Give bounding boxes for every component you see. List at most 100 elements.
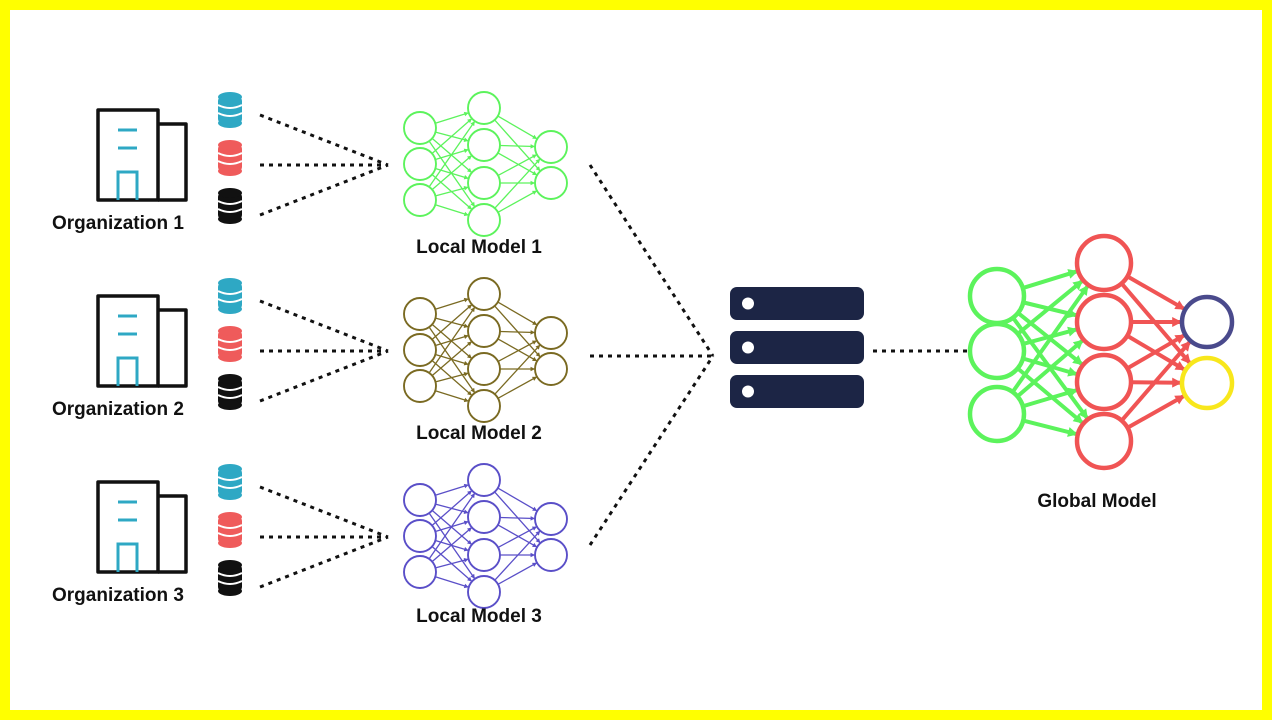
global-model-network bbox=[967, 233, 1235, 471]
arrow-head bbox=[463, 297, 469, 303]
database-ring bbox=[217, 208, 243, 213]
network-edge bbox=[497, 154, 538, 176]
database-top bbox=[218, 560, 242, 570]
network-edge bbox=[499, 330, 536, 334]
network-edge bbox=[431, 340, 473, 377]
arrow-head bbox=[1072, 355, 1083, 366]
arrow-head bbox=[530, 366, 535, 372]
arrow-head bbox=[535, 530, 541, 536]
arrow-head bbox=[470, 201, 475, 207]
network-edge bbox=[1016, 278, 1085, 336]
network-node bbox=[403, 111, 437, 145]
network-node bbox=[467, 538, 501, 572]
network-edge bbox=[497, 190, 538, 213]
network-node bbox=[534, 130, 568, 164]
local-model-2-label: Local Model 2 bbox=[416, 423, 542, 444]
arrow-head bbox=[532, 320, 538, 325]
arrow-head bbox=[467, 167, 472, 173]
database-black-icon bbox=[217, 188, 243, 224]
network-edge bbox=[497, 340, 538, 362]
database-body bbox=[218, 193, 242, 219]
network-node bbox=[534, 502, 568, 536]
network-edge bbox=[1126, 393, 1187, 430]
database-ring bbox=[217, 532, 243, 537]
output-node bbox=[1179, 355, 1235, 411]
arrow-head bbox=[532, 506, 538, 511]
network-edge bbox=[435, 112, 469, 124]
dotted-line bbox=[259, 113, 389, 167]
network-edge bbox=[497, 526, 538, 548]
network-node bbox=[403, 519, 437, 553]
local-model-3-network bbox=[403, 463, 568, 609]
database-body bbox=[218, 565, 242, 591]
network-edge bbox=[435, 204, 469, 216]
arrow-head bbox=[532, 134, 538, 139]
database-top bbox=[218, 278, 242, 288]
arrow-head bbox=[1067, 326, 1078, 337]
database-bottom bbox=[218, 214, 242, 224]
dotted-connections bbox=[259, 113, 970, 589]
arrow-head bbox=[1172, 317, 1182, 327]
database-bottom bbox=[218, 400, 242, 410]
building-icon bbox=[96, 108, 188, 202]
arrow-head bbox=[467, 204, 472, 210]
input-node bbox=[967, 321, 1027, 381]
arrow-head bbox=[467, 304, 472, 310]
arrow-head bbox=[530, 180, 535, 186]
database-ring bbox=[217, 386, 243, 391]
network-edge bbox=[435, 484, 469, 496]
database-body bbox=[218, 379, 242, 405]
building-icon bbox=[96, 294, 188, 388]
arrow-head bbox=[463, 111, 469, 117]
network-edge bbox=[497, 152, 538, 176]
arrow-head bbox=[470, 387, 475, 393]
arrow-head bbox=[535, 352, 541, 358]
network-edge bbox=[499, 144, 536, 148]
arrow-head bbox=[463, 211, 469, 217]
organization-1 bbox=[96, 92, 243, 224]
organizations-group bbox=[96, 92, 243, 596]
network-edge bbox=[431, 490, 473, 526]
network-edge bbox=[431, 137, 473, 174]
arrow-head bbox=[531, 190, 537, 195]
network-node bbox=[534, 316, 568, 350]
global-model-label: Global Model bbox=[1037, 491, 1157, 512]
database-body bbox=[218, 283, 242, 309]
network-edge bbox=[431, 304, 473, 340]
arrow-head bbox=[1072, 339, 1084, 350]
database-ring bbox=[217, 338, 243, 343]
server-light bbox=[742, 297, 754, 310]
network-edge bbox=[435, 390, 469, 402]
database-top bbox=[218, 326, 242, 336]
server-light bbox=[742, 385, 754, 398]
database-red-icon bbox=[217, 512, 243, 548]
dotted-line bbox=[588, 164, 715, 357]
arrow-head bbox=[1072, 280, 1084, 291]
network-node bbox=[403, 147, 437, 181]
network-edge bbox=[497, 524, 538, 548]
database-body bbox=[218, 469, 242, 495]
database-body bbox=[218, 331, 242, 357]
database-blue-icon bbox=[217, 278, 243, 314]
network-edge bbox=[428, 120, 476, 188]
network-edge bbox=[428, 492, 476, 560]
network-node bbox=[467, 575, 501, 609]
network-edge bbox=[435, 298, 469, 310]
arrow-head bbox=[532, 170, 538, 176]
database-body bbox=[218, 517, 242, 543]
arrow-head bbox=[467, 155, 472, 161]
hidden-node bbox=[1074, 233, 1134, 293]
building-annex bbox=[158, 494, 188, 574]
network-edge bbox=[431, 526, 473, 563]
arrow-head bbox=[535, 166, 541, 172]
network-edge bbox=[1126, 274, 1187, 312]
arrow-head bbox=[532, 542, 538, 548]
network-edge bbox=[497, 301, 538, 326]
organization-2 bbox=[96, 278, 243, 410]
database-ring bbox=[217, 394, 243, 399]
server-unit bbox=[730, 287, 864, 320]
server-unit bbox=[730, 375, 864, 408]
arrow-head bbox=[1078, 408, 1088, 420]
arrow-head bbox=[470, 493, 475, 499]
network-edge bbox=[1010, 283, 1091, 394]
